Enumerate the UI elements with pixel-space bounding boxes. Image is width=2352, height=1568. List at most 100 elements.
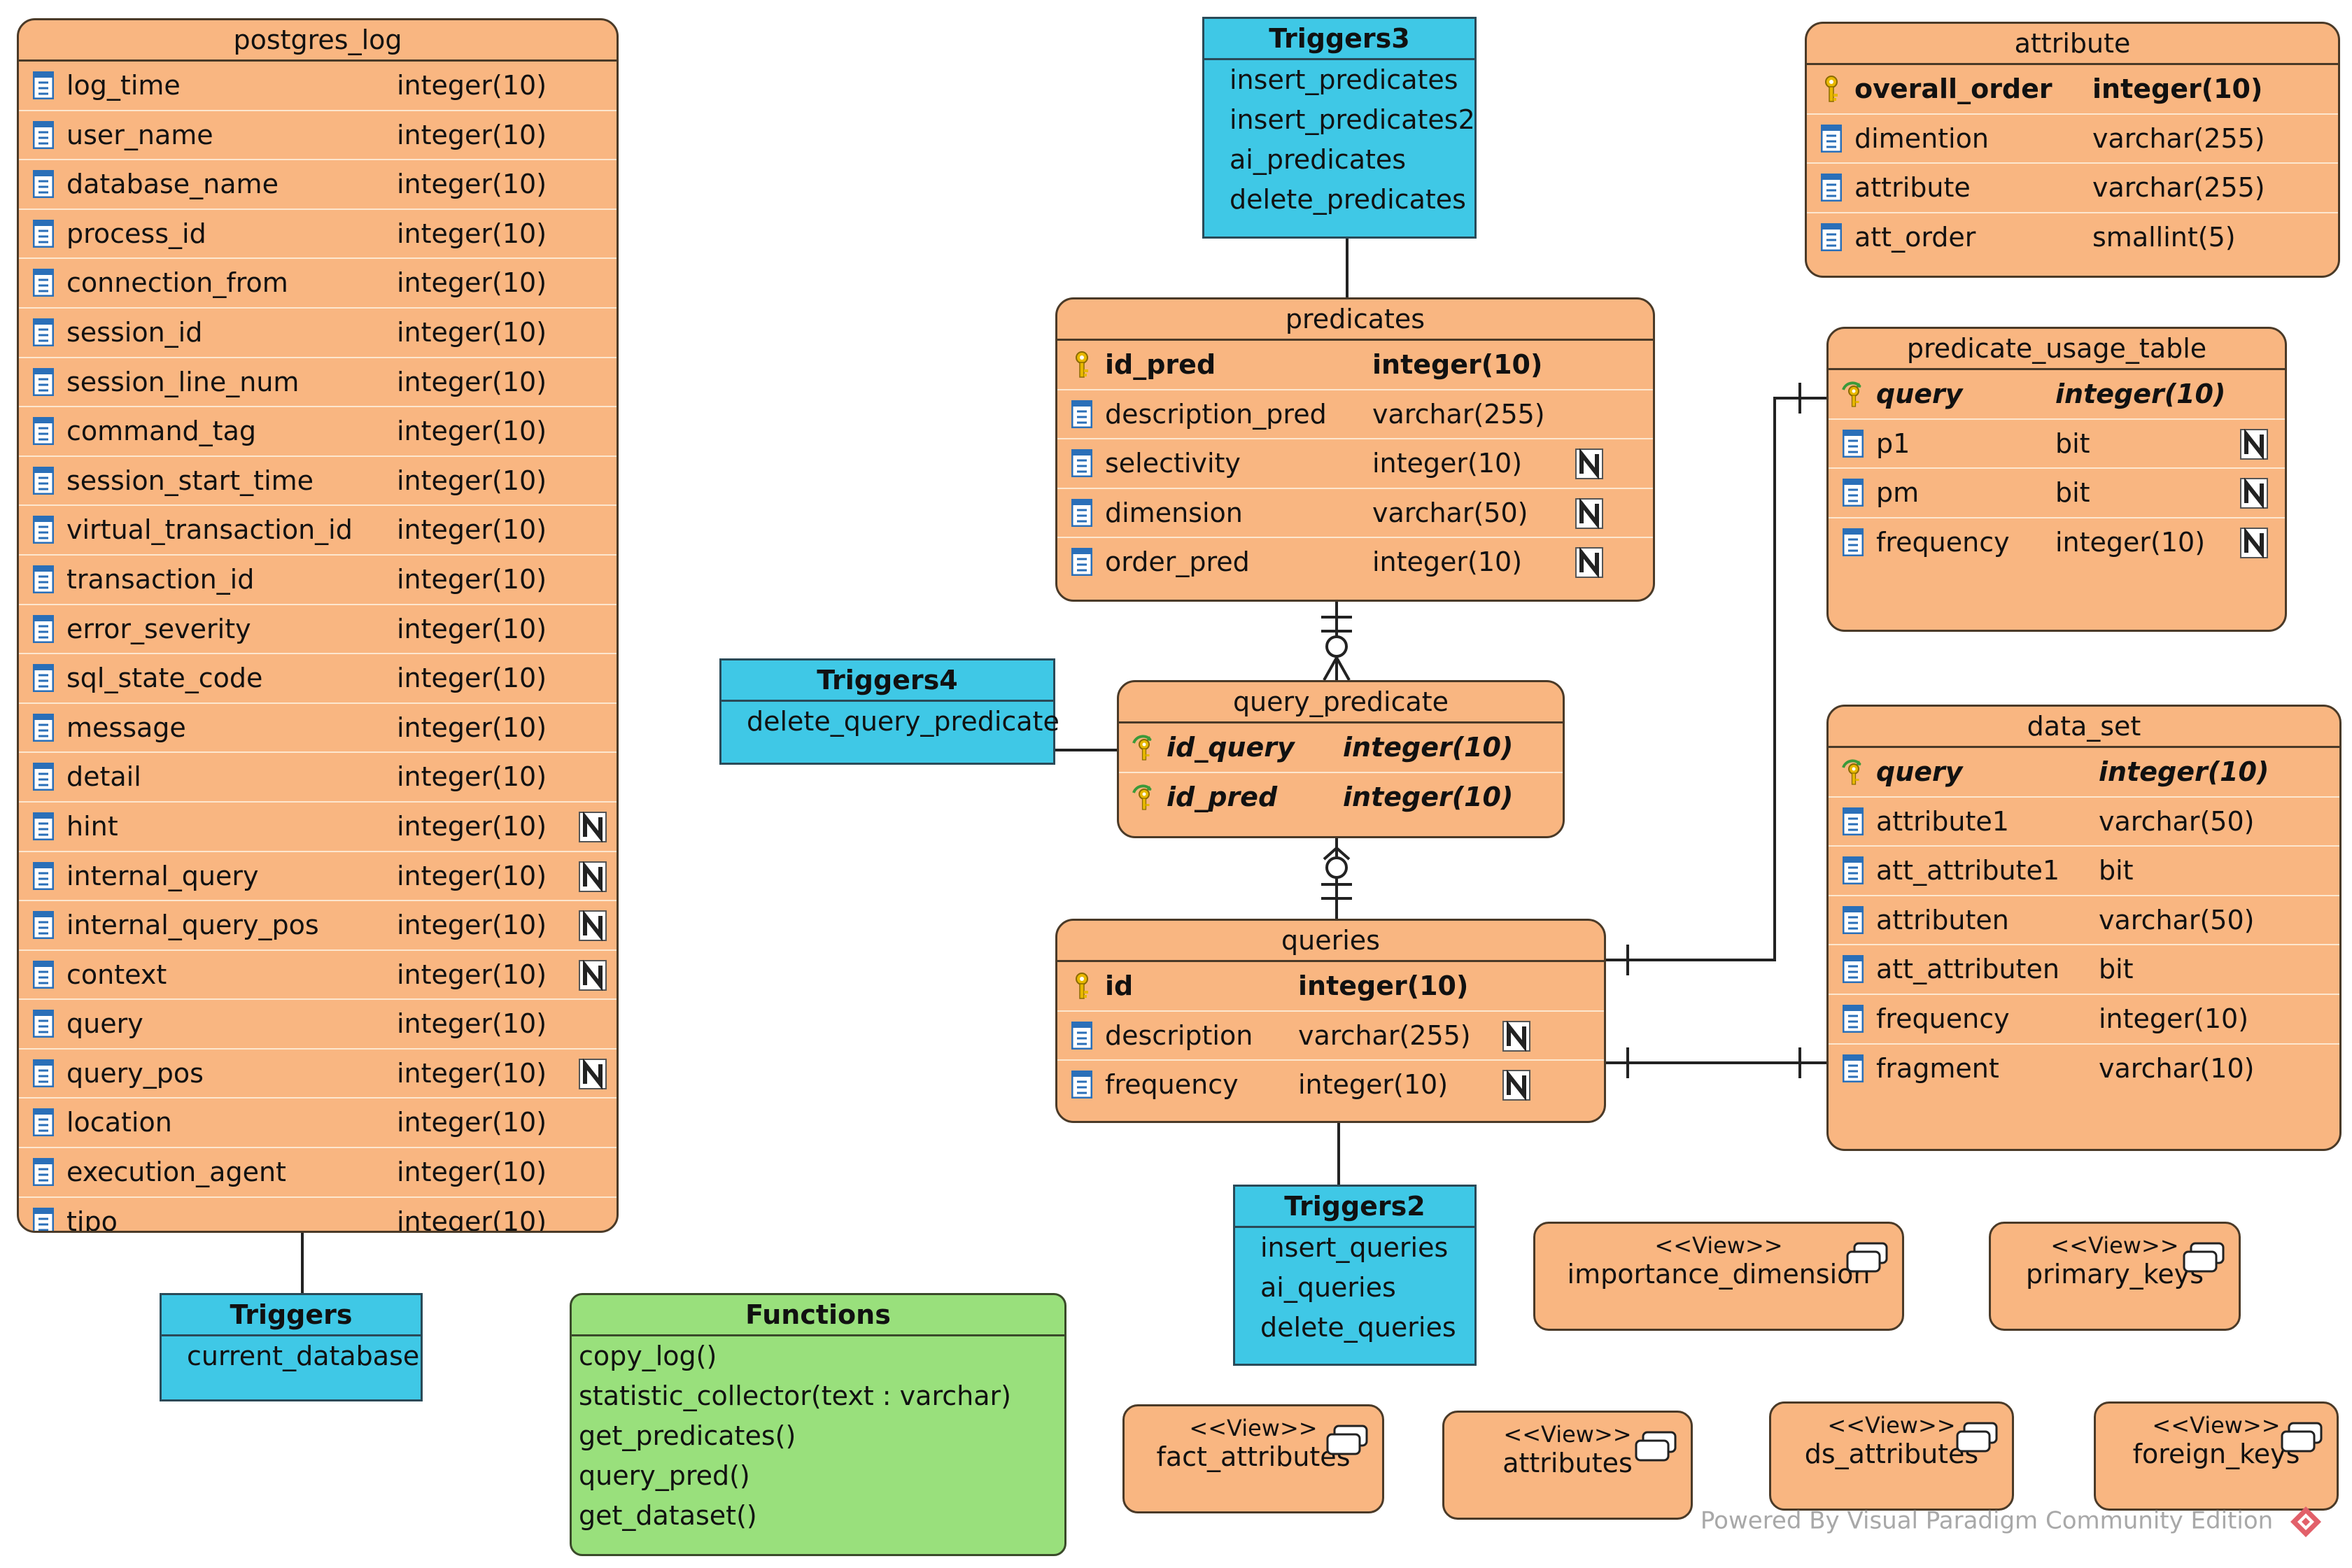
column-type: integer(10) bbox=[2099, 756, 2269, 787]
column-name: order_pred bbox=[1105, 546, 1250, 578]
view-primary-keys[interactable]: <<View>>primary_keys bbox=[1989, 1222, 2241, 1331]
column-name: id_pred bbox=[1105, 349, 1216, 380]
column-name: description bbox=[1105, 1019, 1253, 1051]
trigger-box-triggers4[interactable]: Triggers4 delete_query_predicate bbox=[719, 658, 1059, 765]
view-icon bbox=[2183, 1242, 2225, 1273]
column-name: pm bbox=[1876, 477, 1920, 509]
trigger-title: Triggers bbox=[162, 1295, 421, 1336]
column-icon bbox=[1821, 124, 1842, 153]
view-foreign-keys[interactable]: <<View>>foreign_keys bbox=[2094, 1401, 2339, 1511]
column-type: integer(10) bbox=[397, 761, 547, 793]
column-icon bbox=[1843, 528, 1864, 556]
column-type: integer(10) bbox=[397, 119, 547, 150]
column-type: integer(10) bbox=[397, 910, 547, 941]
column-icon bbox=[33, 763, 54, 791]
column-icon bbox=[33, 466, 54, 495]
column-type: varchar(255) bbox=[1372, 398, 1545, 430]
footer-text: Powered By Visual Paradigm Community Edi… bbox=[1700, 1506, 2274, 1535]
column-name: transaction_id bbox=[66, 563, 255, 595]
functions-box[interactable]: Functions copy_log()statistic_collector(… bbox=[570, 1293, 1066, 1556]
column-icon bbox=[33, 417, 54, 446]
column-icon bbox=[33, 1010, 54, 1038]
column-type: integer(10) bbox=[397, 366, 547, 397]
view-ds-attributes[interactable]: <<View>>ds_attributes bbox=[1769, 1401, 2014, 1511]
entity-title: queries bbox=[1057, 921, 1604, 962]
entity-title: attribute bbox=[1807, 24, 2338, 65]
column-icon bbox=[1071, 1071, 1092, 1099]
column-type: integer(10) bbox=[397, 316, 547, 348]
trigger-item: insert_predicates2 bbox=[1230, 104, 1475, 135]
primary-key-icon bbox=[1076, 973, 1088, 999]
view-attributes[interactable]: <<View>>attributes bbox=[1442, 1411, 1693, 1520]
view-fact-attributes[interactable]: <<View>>fact_attributes bbox=[1122, 1404, 1384, 1513]
column-type: integer(10) bbox=[1372, 448, 1523, 479]
trigger-box-triggers[interactable]: Triggers current_database bbox=[160, 1293, 423, 1401]
column-name: command_tag bbox=[66, 416, 256, 447]
view-importance-dimension[interactable]: <<View>>importance_dimension bbox=[1533, 1222, 1904, 1331]
nullable-n-icon bbox=[2240, 527, 2268, 558]
column-type: varchar(255) bbox=[2092, 122, 2265, 154]
